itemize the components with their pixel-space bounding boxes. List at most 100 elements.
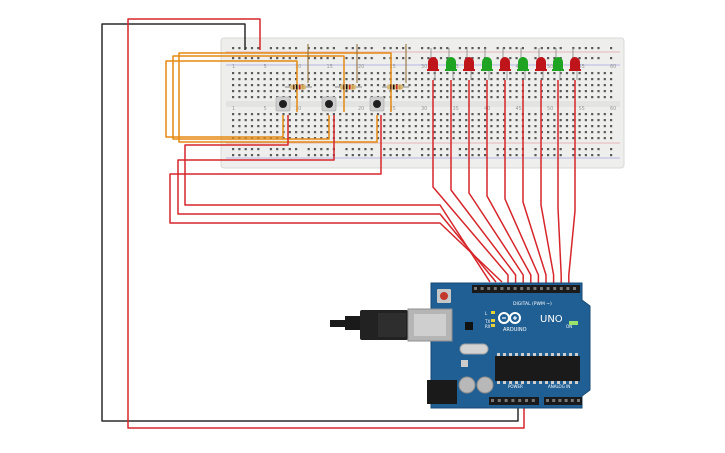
reset-button[interactable] [440,292,448,300]
led-rim [445,69,457,71]
breadboard-hole [307,96,310,99]
resistor-band [299,84,301,90]
breadboard-hole [610,57,613,60]
breadboard-hole [477,96,480,99]
breadboard-hole [534,72,537,75]
breadboard-hole [326,154,329,157]
breadboard-hole [509,154,512,157]
breadboard-column-label: 10 [295,106,301,112]
breadboard-hole [490,84,493,87]
header-pin [526,287,530,290]
usb-cable-plug [330,316,360,330]
breadboard-hole [257,47,260,50]
breadboard-hole [232,119,235,122]
led [517,48,529,80]
breadboard-hole [471,154,474,157]
breadboard-hole [238,57,241,60]
breadboard-hole [257,113,260,116]
breadboard-hole [276,47,279,50]
power-label: POWER [508,384,523,389]
breadboard-hole [597,90,600,93]
breadboard-column-label: 25 [390,64,396,70]
breadboard-hole [282,84,285,87]
led-rim [535,69,547,71]
l-label: L [485,311,488,316]
red-signal-wire [177,115,497,283]
breadboard-hole [452,84,455,87]
breadboard-hole [313,72,317,75]
breadboard-hole [484,131,487,134]
arduino-logo-icon [498,312,521,324]
breadboard-hole [244,131,247,134]
header-pin [546,287,550,290]
breadboard-hole [446,84,449,87]
breadboard-hole [307,125,310,128]
breadboard-hole [578,72,581,75]
breadboard-hole [572,125,575,128]
breadboard-hole [402,125,405,128]
breadboard-hole [433,84,436,87]
breadboard-hole [471,113,474,116]
breadboard-hole [427,78,430,81]
breadboard-hole [572,154,575,157]
breadboard-hole [232,125,235,128]
breadboard-hole [320,119,323,122]
breadboard-hole [250,113,254,116]
breadboard-column-label: 55 [579,106,585,112]
breadboard-hole [458,148,461,151]
breadboard-hole [257,148,260,151]
breadboard-hole [565,84,569,87]
breadboard-hole [477,154,480,157]
led-rim [517,69,529,71]
breadboard-hole [232,47,235,50]
chip-pin [533,353,536,356]
breadboard-hole [408,90,411,93]
breadboard-hole [578,78,581,81]
breadboard-hole [452,119,455,122]
breadboard-hole [313,78,317,81]
breadboard-hole [320,131,323,134]
breadboard-hole [603,78,606,81]
breadboard-hole [313,154,317,157]
breadboard-hole [446,57,449,60]
breadboard-hole [370,78,373,81]
breadboard-hole [244,78,247,81]
breadboard-hole [376,119,380,122]
breadboard-hole [547,119,550,122]
breadboard-hole [370,131,373,134]
breadboard-hole [502,72,506,75]
breadboard-hole [383,131,386,134]
breadboard-hole [332,113,335,116]
breadboard-hole [364,137,367,140]
breadboard-hole [389,154,392,157]
breadboard-hole [439,119,443,122]
breadboard-hole [288,131,291,134]
red-led-wire [468,80,524,284]
breadboard-hole [313,148,317,151]
breadboard-hole [439,72,443,75]
breadboard-hole [528,96,531,99]
breadboard-hole [452,72,455,75]
breadboard-hole [232,154,235,157]
breadboard-hole [584,148,587,151]
breadboard-hole [383,113,386,116]
breadboard-hole [389,125,392,128]
breadboard-hole [553,154,556,157]
breadboard-hole [597,119,600,122]
red-led-wire [450,80,517,284]
breadboard-hole [439,57,443,60]
breadboard-hole [490,137,493,140]
breadboard-hole [358,96,361,99]
breadboard-hole [584,96,587,99]
breadboard-hole [269,57,272,60]
breadboard-hole [320,125,323,128]
breadboard-hole [238,154,241,157]
breadboard-hole [408,113,411,116]
breadboard-hole [528,84,531,87]
breadboard-hole [553,90,556,93]
breadboard-hole [584,57,587,60]
breadboard-hole [257,84,260,87]
breadboard-hole [358,137,361,140]
breadboard-hole [307,113,310,116]
